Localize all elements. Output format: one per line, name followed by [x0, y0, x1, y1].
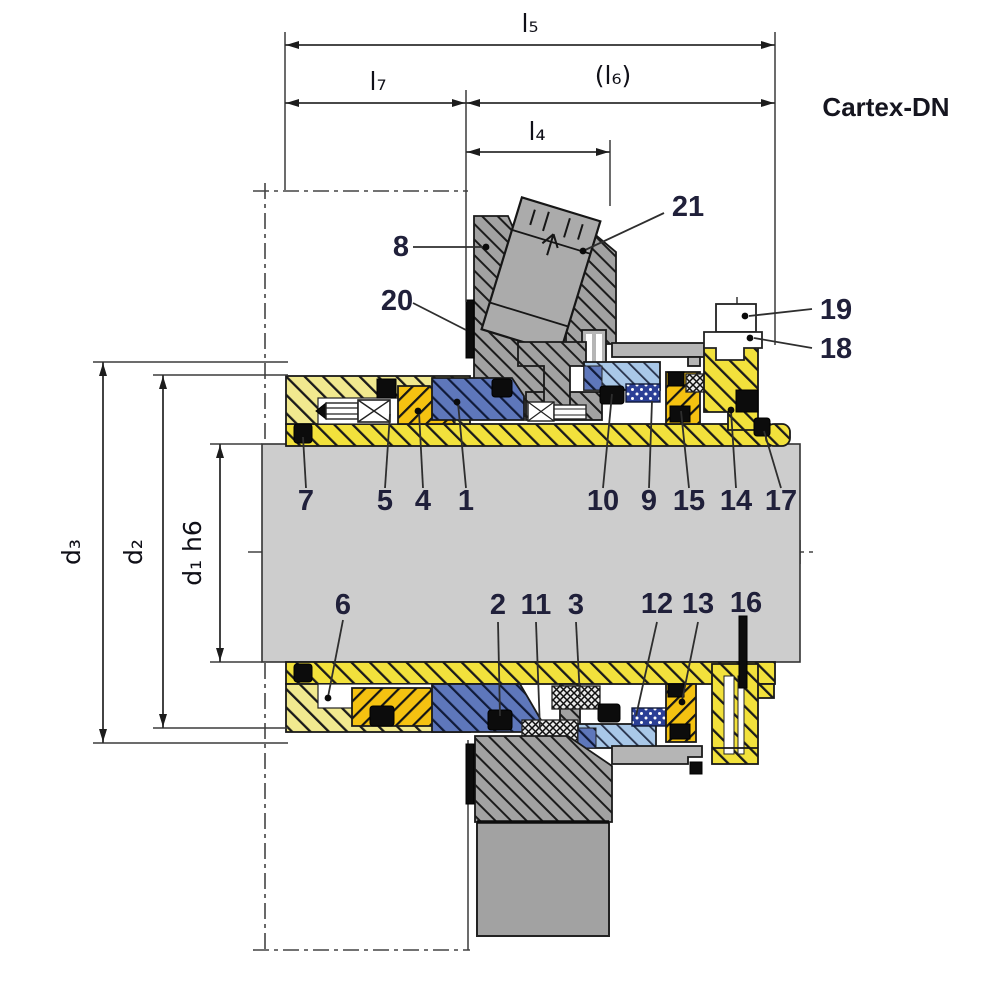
gland-gasket-20 — [465, 299, 475, 359]
dim-label-d3: d₃ — [57, 539, 86, 565]
part-label-21: 21 — [672, 191, 704, 223]
shaft-sleeve-top — [285, 423, 771, 447]
part-label-17: 17 — [765, 485, 797, 517]
dim-label-d1: d₁ h6 — [178, 520, 207, 586]
dim-label-l4: l₄ — [529, 117, 546, 146]
ring-16-slot — [723, 675, 735, 755]
part-label-6: 6 — [335, 589, 351, 621]
o-ring-6 — [293, 663, 313, 683]
part-label-8: 8 — [393, 231, 409, 263]
gland-gasket-bottom — [465, 743, 475, 805]
part-label-10: 10 — [587, 485, 619, 517]
bottom-gland — [465, 735, 703, 937]
screw-plug — [480, 195, 602, 355]
o-ring-flange — [689, 761, 703, 775]
dim-label-l6: (l₆) — [595, 61, 631, 90]
circulation-ring-16 — [711, 663, 759, 765]
dim-label-l7: l₇ — [370, 67, 387, 96]
part-label-14: 14 — [720, 485, 752, 517]
ring-13-seal-bottom — [669, 723, 691, 740]
part-label-3: 3 — [568, 589, 584, 621]
part-label-5: 5 — [377, 485, 393, 517]
top-seal-assembly — [285, 303, 791, 447]
seat-10-edge — [583, 365, 603, 391]
wave-spring-9 — [625, 383, 661, 403]
gland-flange-bottom — [611, 745, 703, 765]
part-label-16: 16 — [730, 587, 762, 619]
port-slot — [586, 334, 592, 362]
drive-pin-shank — [553, 404, 587, 420]
set-screw-shank — [325, 402, 359, 420]
part-label-1: 1 — [458, 485, 474, 517]
part-label-4: 4 — [415, 485, 431, 517]
part-label-12: 12 — [641, 588, 673, 620]
dim-label-d2: d₂ — [119, 539, 148, 565]
part-label-7: 7 — [298, 485, 314, 517]
leader-lines — [302, 212, 813, 730]
ring-13-seal-top — [667, 683, 685, 698]
part-label-9: 9 — [641, 485, 657, 517]
dim-label-l5: l₅ — [522, 9, 539, 38]
part-label-20: 20 — [381, 285, 413, 317]
ring-15-seal-bottom — [669, 405, 691, 423]
shaft — [261, 443, 801, 663]
drawing-title: Cartex-DN — [822, 92, 949, 122]
dimensions — [93, 32, 776, 744]
o-ring-seat-12 — [597, 703, 621, 723]
labels: l₅ l₇ (l₆) l₄ Cartex-DN d₃ d₂ d₁ h6 8 20… — [57, 9, 950, 621]
part-label-18: 18 — [820, 333, 852, 365]
part-label-19: 19 — [820, 294, 852, 326]
o-ring-on-face-1 — [491, 378, 513, 398]
part-label-15: 15 — [673, 485, 705, 517]
o-ring-5 — [376, 378, 397, 399]
ring-14-seal — [735, 389, 759, 413]
gland-body-bottom — [474, 735, 613, 823]
part-label-2: 2 — [490, 589, 506, 621]
port-slot — [596, 334, 602, 362]
part-label-13: 13 — [682, 588, 714, 620]
ring-15-seal-top — [667, 371, 685, 387]
plug-thread-marks — [529, 209, 584, 256]
gland-pedestal — [476, 821, 610, 937]
gland-flange-strip — [611, 342, 709, 358]
pin-16 — [738, 615, 748, 689]
shaft-sleeve-bottom — [285, 661, 776, 685]
spring-3a — [551, 685, 601, 710]
o-ring-thrust-bottom — [369, 705, 395, 727]
o-ring-17 — [753, 417, 771, 437]
part-label-11: 11 — [521, 589, 552, 621]
setting-clip-19 — [715, 303, 757, 333]
gland-flange-hook — [687, 356, 701, 367]
